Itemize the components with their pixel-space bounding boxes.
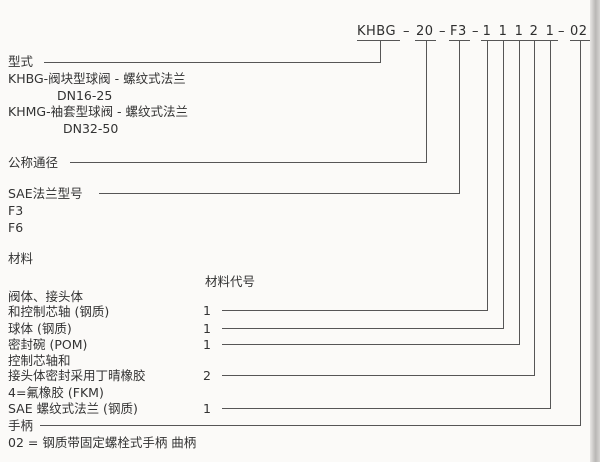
- scan-edge-shadow: [590, 0, 600, 462]
- material-row-name: 和控制芯轴 (钢质): [8, 304, 110, 319]
- code-digit-1: 1: [482, 24, 492, 39]
- code-bore: 20: [416, 24, 434, 39]
- type-khbg-range: DN16-25: [57, 88, 113, 103]
- code-flange: F3: [450, 24, 467, 39]
- material-row-code: 1: [203, 321, 211, 336]
- type-khbg-line: KHBG-阀块型球阀 - 螺纹式法兰: [8, 71, 186, 86]
- material-label: 材料: [8, 251, 34, 266]
- material-code-header: 材料代号: [205, 274, 256, 289]
- material-row-name: SAE 螺纹式法兰 (钢质): [8, 401, 138, 416]
- type-label: 型式: [8, 54, 34, 69]
- material-row-code: 2: [203, 368, 211, 383]
- code-digit-5: 1: [545, 24, 555, 39]
- flange-option-f6: F6: [8, 220, 24, 235]
- code-dash: –: [439, 24, 446, 39]
- material-row-name: 4=氟橡胶 (FKM): [8, 385, 104, 400]
- code-dash: –: [558, 24, 565, 39]
- code-digit-3: 1: [514, 24, 524, 39]
- material-row-code: 1: [203, 303, 211, 318]
- material-row-name: 阀体、接头体: [8, 289, 84, 304]
- code-series: KHBG: [357, 24, 397, 39]
- handle-label: 手柄: [8, 418, 34, 433]
- bore-label: 公称通径: [8, 155, 59, 170]
- type-khmg-range: DN32-50: [63, 121, 119, 136]
- code-digit-4: 2: [529, 24, 539, 39]
- material-row-name: 球体 (钢质): [8, 321, 72, 336]
- material-row-code: 1: [203, 337, 211, 352]
- material-row-name: 密封碗 (POM): [8, 337, 88, 352]
- leader-lines: [40, 40, 581, 426]
- flange-option-f3: F3: [8, 203, 24, 218]
- code-handle: 02: [570, 24, 588, 39]
- material-row-name: 控制芯轴和: [8, 353, 71, 368]
- flange-label: SAE法兰型号: [8, 186, 83, 201]
- code-digit-2: 1: [498, 24, 508, 39]
- code-dash: –: [472, 24, 479, 39]
- material-row-name: 接头体密封采用丁晴橡胶: [8, 368, 146, 383]
- code-dash: –: [403, 24, 410, 39]
- handle-description: 02 = 钢质带固定螺栓式手柄 曲柄: [8, 435, 197, 450]
- type-khmg-line: KHMG-袖套型球阀 - 螺纹式法兰: [8, 104, 189, 119]
- material-row-code: 1: [203, 401, 211, 416]
